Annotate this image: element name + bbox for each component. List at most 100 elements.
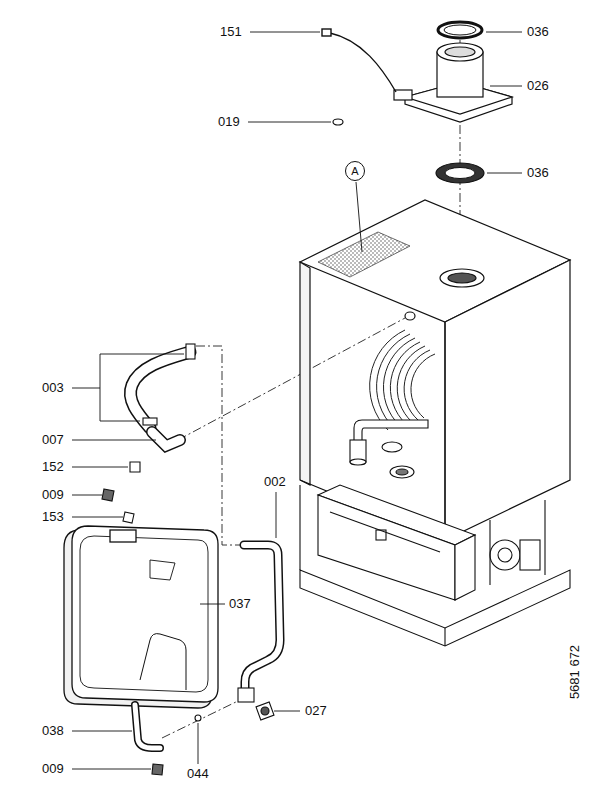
fitting bbox=[256, 702, 274, 720]
hose bbox=[152, 432, 180, 446]
cable bbox=[330, 33, 396, 92]
clip bbox=[102, 489, 114, 501]
clip bbox=[130, 462, 140, 472]
heat-exchanger bbox=[390, 342, 420, 424]
center-line bbox=[196, 346, 240, 545]
heat-exchanger bbox=[370, 330, 405, 430]
leader-line bbox=[72, 517, 123, 518]
leader-line bbox=[72, 731, 132, 732]
flue-adaptor bbox=[394, 90, 412, 100]
clip bbox=[186, 344, 195, 359]
heat-exchanger bbox=[411, 354, 435, 418]
control-unit bbox=[544, 500, 545, 575]
tank-pipe bbox=[135, 705, 160, 748]
callout-number: 009 bbox=[42, 487, 64, 503]
callout-number: 002 bbox=[264, 474, 286, 490]
callout-number: 026 bbox=[527, 78, 549, 94]
seal-ring bbox=[444, 25, 476, 35]
boiler-casing bbox=[440, 269, 484, 287]
expansion-tank bbox=[72, 526, 218, 702]
drawing-number: 5681 672 bbox=[567, 645, 583, 699]
leader-line bbox=[276, 492, 277, 538]
leader-line bbox=[100, 354, 184, 421]
tank-pipe bbox=[135, 705, 160, 748]
pipe bbox=[244, 545, 280, 690]
clip bbox=[152, 764, 163, 775]
control-unit bbox=[318, 495, 455, 600]
flue-adaptor bbox=[437, 43, 483, 61]
callout-number: 019 bbox=[218, 114, 240, 130]
leader-line bbox=[356, 182, 362, 252]
expansion-tank bbox=[110, 530, 136, 542]
callout-number: 003 bbox=[42, 380, 64, 396]
pipe bbox=[244, 545, 280, 690]
callout-number: 009 bbox=[42, 761, 64, 777]
hose bbox=[130, 352, 190, 428]
internal-pipe bbox=[382, 442, 402, 452]
flue-adaptor bbox=[445, 47, 475, 57]
pipe bbox=[244, 545, 280, 690]
internal-pipe bbox=[396, 469, 408, 475]
control-unit bbox=[455, 535, 475, 600]
callout-number: 036 bbox=[527, 24, 549, 40]
internal-pipe bbox=[350, 459, 366, 465]
internal-pipe bbox=[390, 466, 414, 478]
clip bbox=[152, 764, 163, 775]
callout-number: 152 bbox=[42, 459, 64, 475]
boiler-casing bbox=[445, 260, 570, 540]
control-unit bbox=[330, 512, 440, 552]
heat-exchanger bbox=[383, 338, 415, 426]
leader-line bbox=[490, 86, 522, 87]
cable bbox=[322, 29, 331, 36]
hose bbox=[152, 432, 180, 446]
boiler-casing bbox=[300, 262, 310, 485]
fitting bbox=[238, 688, 254, 702]
leader-line bbox=[72, 495, 102, 496]
expansion-tank bbox=[64, 526, 218, 708]
control-unit bbox=[498, 548, 512, 562]
expansion-tank bbox=[80, 536, 208, 692]
callout-number: 027 bbox=[305, 703, 327, 719]
leader-line bbox=[72, 440, 156, 441]
boiler-casing bbox=[448, 273, 476, 283]
leader-line bbox=[274, 711, 300, 712]
boiler-casing bbox=[318, 232, 410, 277]
reference-circle: A bbox=[345, 161, 365, 181]
control-unit bbox=[489, 520, 490, 585]
hose bbox=[130, 352, 190, 428]
leader-line bbox=[250, 32, 320, 33]
callout-number: 151 bbox=[220, 24, 242, 40]
leader-line bbox=[487, 173, 522, 174]
clip bbox=[102, 344, 195, 523]
callout-number: 037 bbox=[229, 596, 251, 612]
tank-pipe bbox=[135, 705, 160, 748]
control-unit bbox=[490, 540, 520, 570]
seal-ring bbox=[333, 119, 343, 125]
flue-adaptor bbox=[394, 43, 512, 122]
leader-line bbox=[486, 32, 522, 33]
hose bbox=[130, 352, 190, 446]
cable bbox=[322, 29, 396, 92]
expansion-tank bbox=[140, 634, 186, 690]
control-unit bbox=[520, 540, 540, 570]
control-unit bbox=[444, 628, 445, 646]
control-unit bbox=[299, 485, 300, 570]
callout-number: 038 bbox=[42, 723, 64, 739]
leader-line bbox=[72, 467, 128, 468]
fitting bbox=[195, 715, 201, 721]
callout-number: 044 bbox=[187, 766, 209, 782]
boiler-casing bbox=[405, 312, 415, 320]
fitting bbox=[261, 707, 269, 715]
leader-line bbox=[248, 122, 331, 123]
boiler-casing bbox=[444, 322, 445, 540]
leader-line bbox=[72, 769, 151, 770]
leader-line bbox=[72, 388, 100, 389]
control-unit bbox=[300, 570, 570, 646]
callout-number: 036 bbox=[527, 165, 549, 181]
heat-exchanger bbox=[370, 330, 435, 430]
seal-ring bbox=[438, 22, 482, 38]
clip bbox=[123, 512, 134, 523]
